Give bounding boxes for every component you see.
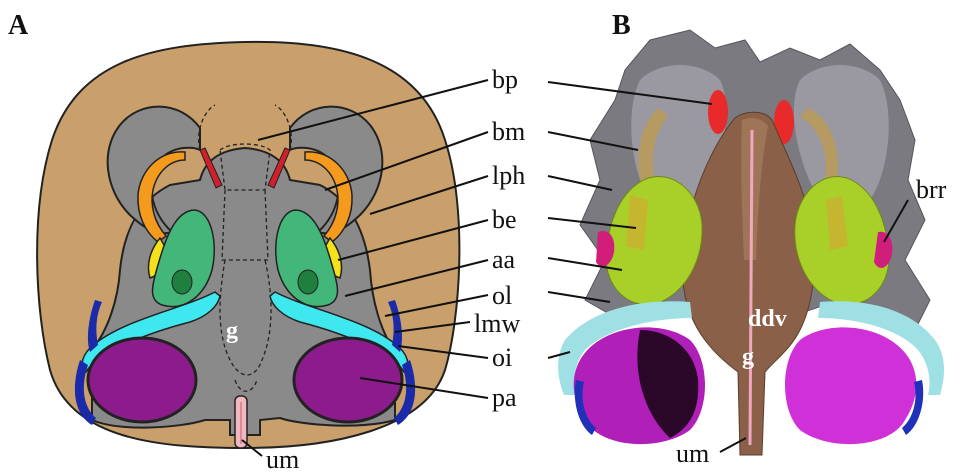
panel-a-schematic: A [8,10,525,474]
label-um-a: um [266,445,299,474]
label-aa: aa [492,245,516,274]
pa-left [88,338,196,422]
label-be: be [492,205,517,234]
aa-right-core [298,270,318,294]
panel-b-letter: B [612,10,631,41]
pa-right [294,338,402,422]
panel-b-reconstruction: B ddv g [548,10,947,468]
label-bm: bm [492,117,525,146]
label-ol: ol [492,281,512,310]
bp-left-3d [708,90,728,134]
label-pa: pa [492,383,517,412]
label-ddv: ddv [748,306,787,332]
panel-a-letter: A [8,10,29,41]
label-oi: oi [492,343,512,372]
um-line-3d [750,130,752,445]
label-lmw: lmw [474,309,520,338]
pa-right-3d [785,327,916,444]
label-brr: brr [916,175,947,204]
label-g-b: g [742,344,754,370]
label-um-b: um [676,439,709,468]
label-lph: lph [492,161,525,190]
label-g-a: g [226,318,238,344]
aa-left-core [172,270,192,294]
label-bp: bp [492,65,518,94]
